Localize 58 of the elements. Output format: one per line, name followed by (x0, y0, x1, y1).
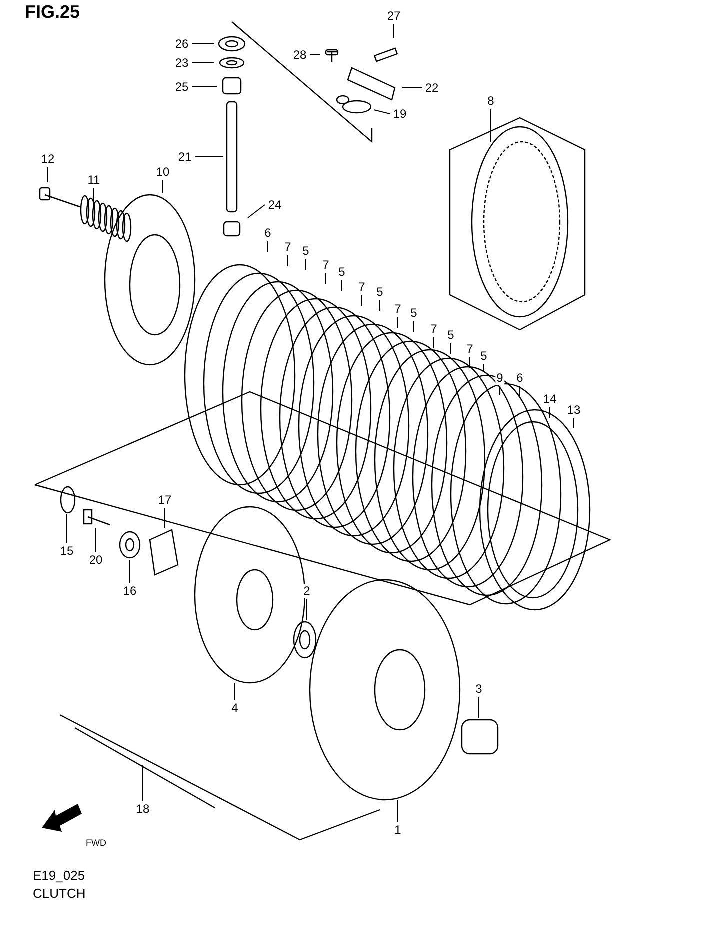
callout-number: 5 (446, 328, 456, 342)
callout-number: 5 (410, 306, 418, 320)
callout-number: 9 (496, 371, 504, 385)
callout-number: 3 (474, 682, 484, 696)
leader-line (248, 204, 266, 218)
callout-number: 18 (135, 802, 151, 816)
leader-line (164, 508, 166, 528)
callout-number: 19 (392, 107, 408, 121)
callout-number: 28 (292, 48, 308, 62)
leader-line (306, 598, 308, 620)
callout-number: 7 (466, 342, 474, 356)
callout-number: 22 (424, 81, 440, 95)
callout-number: 25 (174, 80, 190, 94)
callout-number: 13 (566, 403, 582, 417)
callout-number: 6 (264, 226, 272, 240)
callout-number: 7 (322, 258, 330, 272)
callout-number: 5 (302, 244, 310, 258)
callout-number: 23 (174, 56, 190, 70)
figure-title: FIG.25 (25, 2, 80, 23)
callout-number: 14 (542, 392, 558, 406)
callout-number: 16 (122, 584, 138, 598)
callout-number: 27 (386, 9, 402, 23)
leader-line (192, 62, 214, 64)
leader-line (310, 54, 320, 56)
callout-number: 6 (516, 371, 524, 385)
callout-number: 7 (358, 280, 366, 294)
callout-number: 26 (174, 37, 190, 51)
leader-line (478, 696, 480, 718)
callout-number: 17 (157, 493, 173, 507)
callout-number: 2 (302, 584, 312, 598)
callout-number: 7 (394, 302, 402, 316)
callout-number: 8 (486, 94, 496, 108)
callout-number: 5 (376, 285, 384, 299)
callout-number: 15 (59, 544, 75, 558)
diagram-caption: CLUTCH (33, 886, 86, 901)
callout-number: 7 (284, 240, 292, 254)
drawing-code: E19_025 (33, 868, 86, 883)
callout-number: 21 (177, 150, 193, 164)
callout-number: 4 (230, 701, 240, 715)
callout-number: 1 (394, 823, 402, 837)
callout-number: 5 (480, 349, 488, 363)
leader-line (66, 514, 68, 544)
callout-number: 11 (86, 173, 102, 187)
callout-number: 10 (155, 165, 171, 179)
callout-number: 7 (430, 322, 438, 336)
callout-number: 24 (267, 198, 283, 212)
forward-label: FWD (86, 838, 106, 848)
leader-line (450, 342, 452, 354)
leader-line (490, 108, 492, 142)
leader-line (142, 764, 144, 802)
callout-number: 12 (40, 152, 56, 166)
callout-number: 5 (338, 265, 346, 279)
leader-line (374, 110, 390, 114)
callout-number: 20 (88, 553, 104, 567)
leader-line (162, 180, 164, 194)
leader-line (192, 86, 218, 88)
leader-line (234, 682, 236, 700)
leader-line (194, 156, 224, 158)
